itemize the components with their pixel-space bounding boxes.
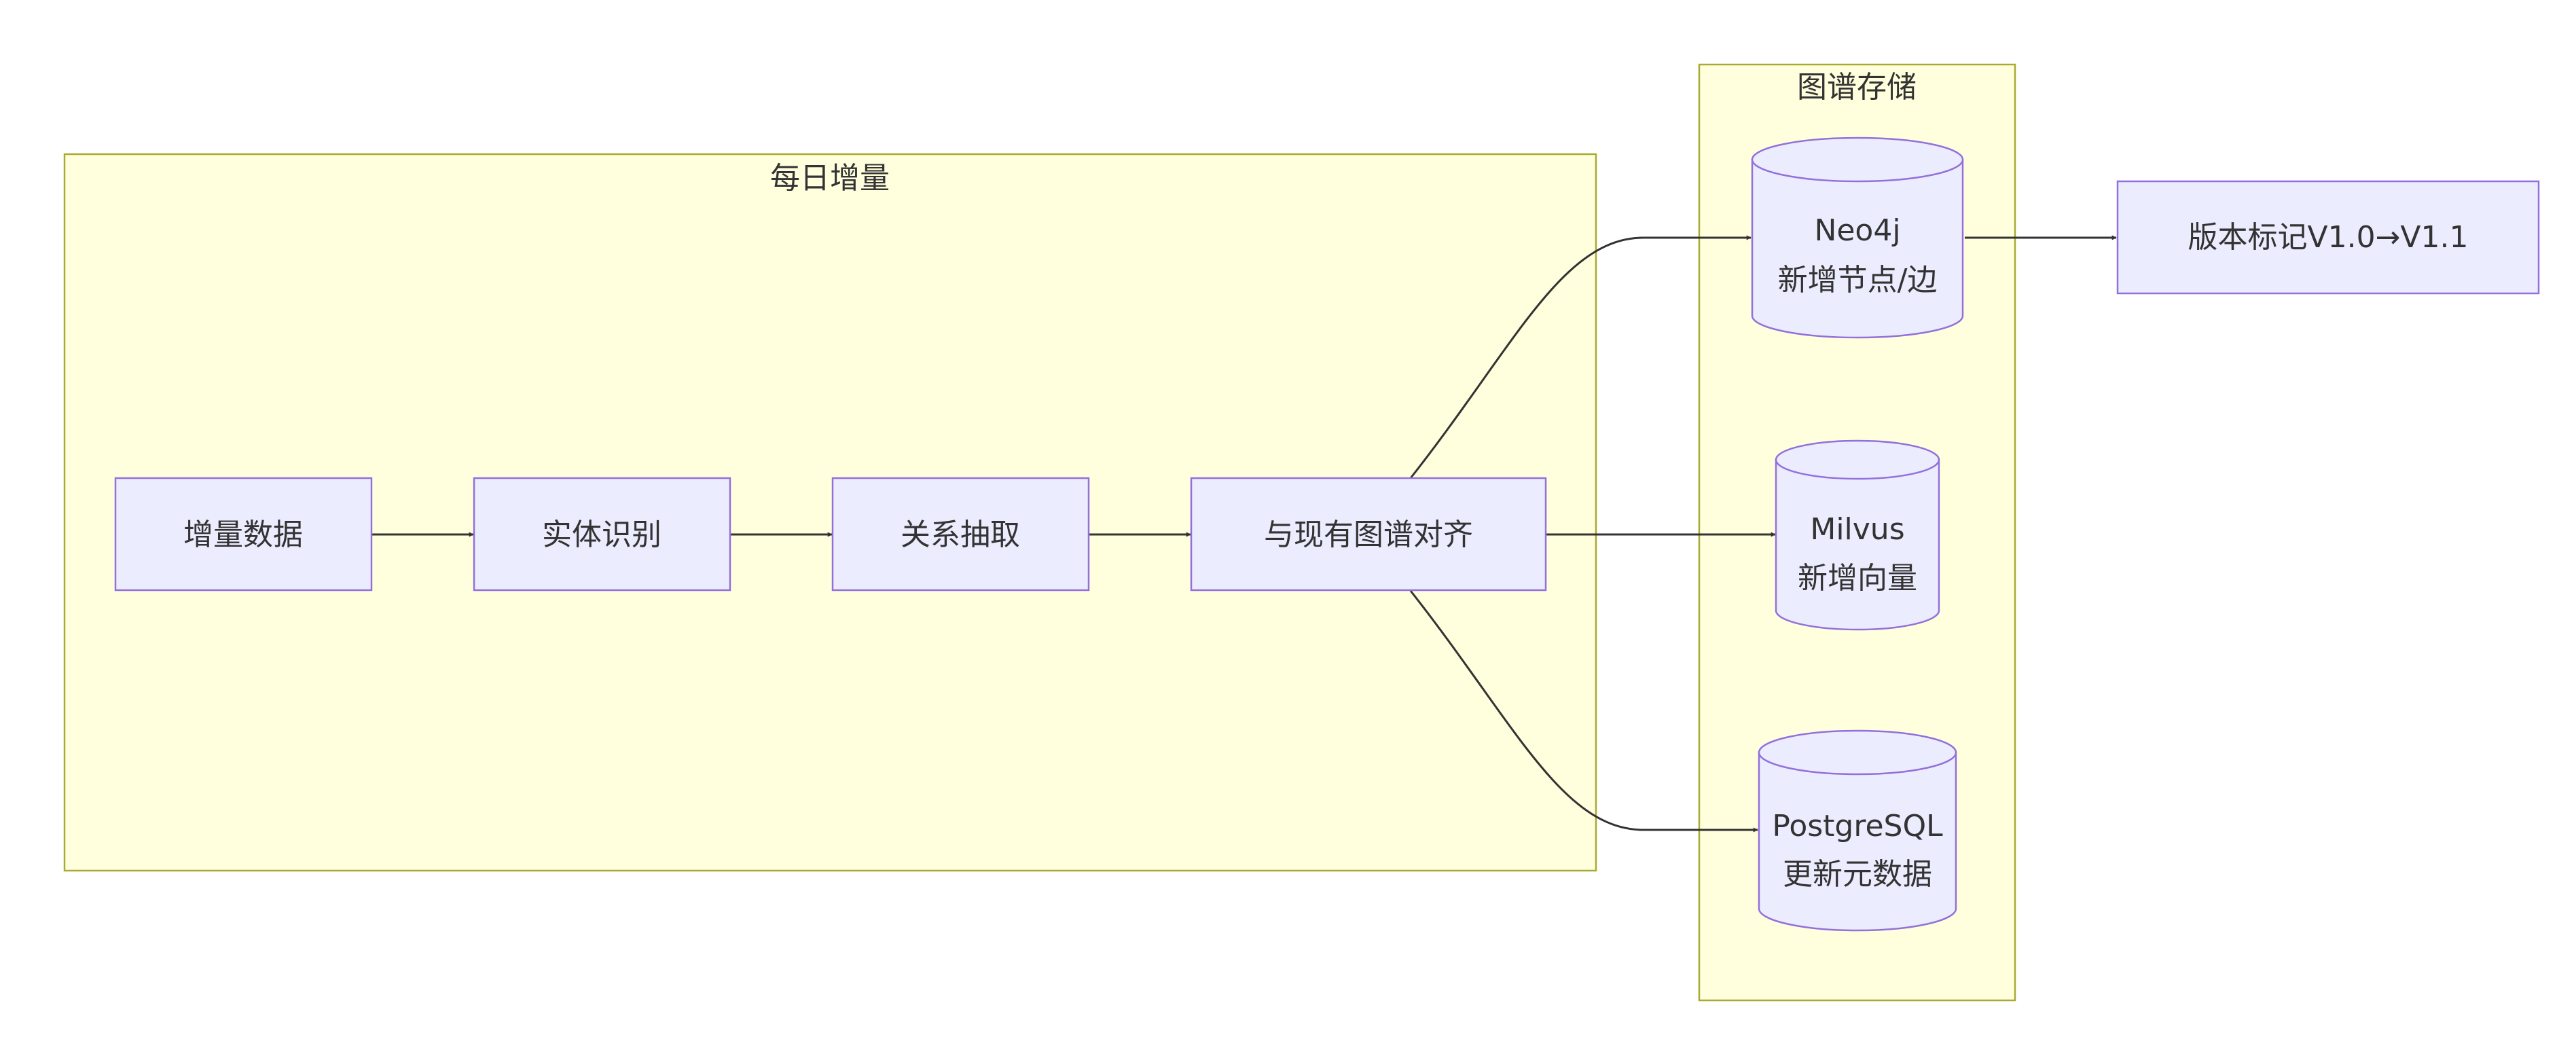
db-neo4j-name: Neo4j: [1814, 213, 1900, 248]
db-neo4j-top: [1751, 137, 1964, 183]
edge-align-to-neo4j: [1409, 235, 1752, 479]
db-neo4j-body: [1751, 158, 1964, 339]
db-postgresql-desc: 更新元数据: [1783, 857, 1932, 892]
db-milvus-top: [1775, 439, 1940, 480]
db-milvus-desc: 新增向量: [1798, 561, 1917, 596]
db-milvus: Milvus 新增向量: [1775, 439, 1940, 631]
node-entity-recognition-label: 实体识别: [542, 517, 661, 552]
node-version-tag-label: 版本标记V1.0→V1.1: [2188, 220, 2468, 255]
db-postgresql: PostgreSQL 更新元数据: [1758, 729, 1957, 932]
db-neo4j: Neo4j 新增节点/边: [1751, 137, 1964, 339]
db-milvus-body: [1775, 458, 1940, 631]
db-postgresql-name: PostgreSQL: [1772, 809, 1943, 843]
cluster-daily-title: 每日增量: [770, 161, 890, 196]
cluster-storage-title: 图谱存储: [1797, 70, 1917, 105]
node-align-graph: 与现有图谱对齐: [1190, 477, 1547, 592]
node-incremental-data: 增量数据: [114, 477, 373, 592]
node-relation-extraction-label: 关系抽取: [901, 517, 1020, 552]
node-align-graph-label: 与现有图谱对齐: [1264, 517, 1473, 552]
db-neo4j-desc: 新增节点/边: [1778, 263, 1938, 297]
edge-align-to-postgres: [1409, 590, 1758, 833]
node-relation-extraction: 关系抽取: [831, 477, 1090, 592]
node-version-tag: 版本标记V1.0→V1.1: [2116, 180, 2540, 295]
db-postgresql-top: [1758, 729, 1957, 776]
db-postgresql-body: [1758, 751, 1957, 932]
db-milvus-name: Milvus: [1810, 512, 1904, 547]
node-incremental-data-label: 增量数据: [183, 517, 303, 552]
edges: [371, 235, 2117, 833]
node-entity-recognition: 实体识别: [473, 477, 731, 592]
